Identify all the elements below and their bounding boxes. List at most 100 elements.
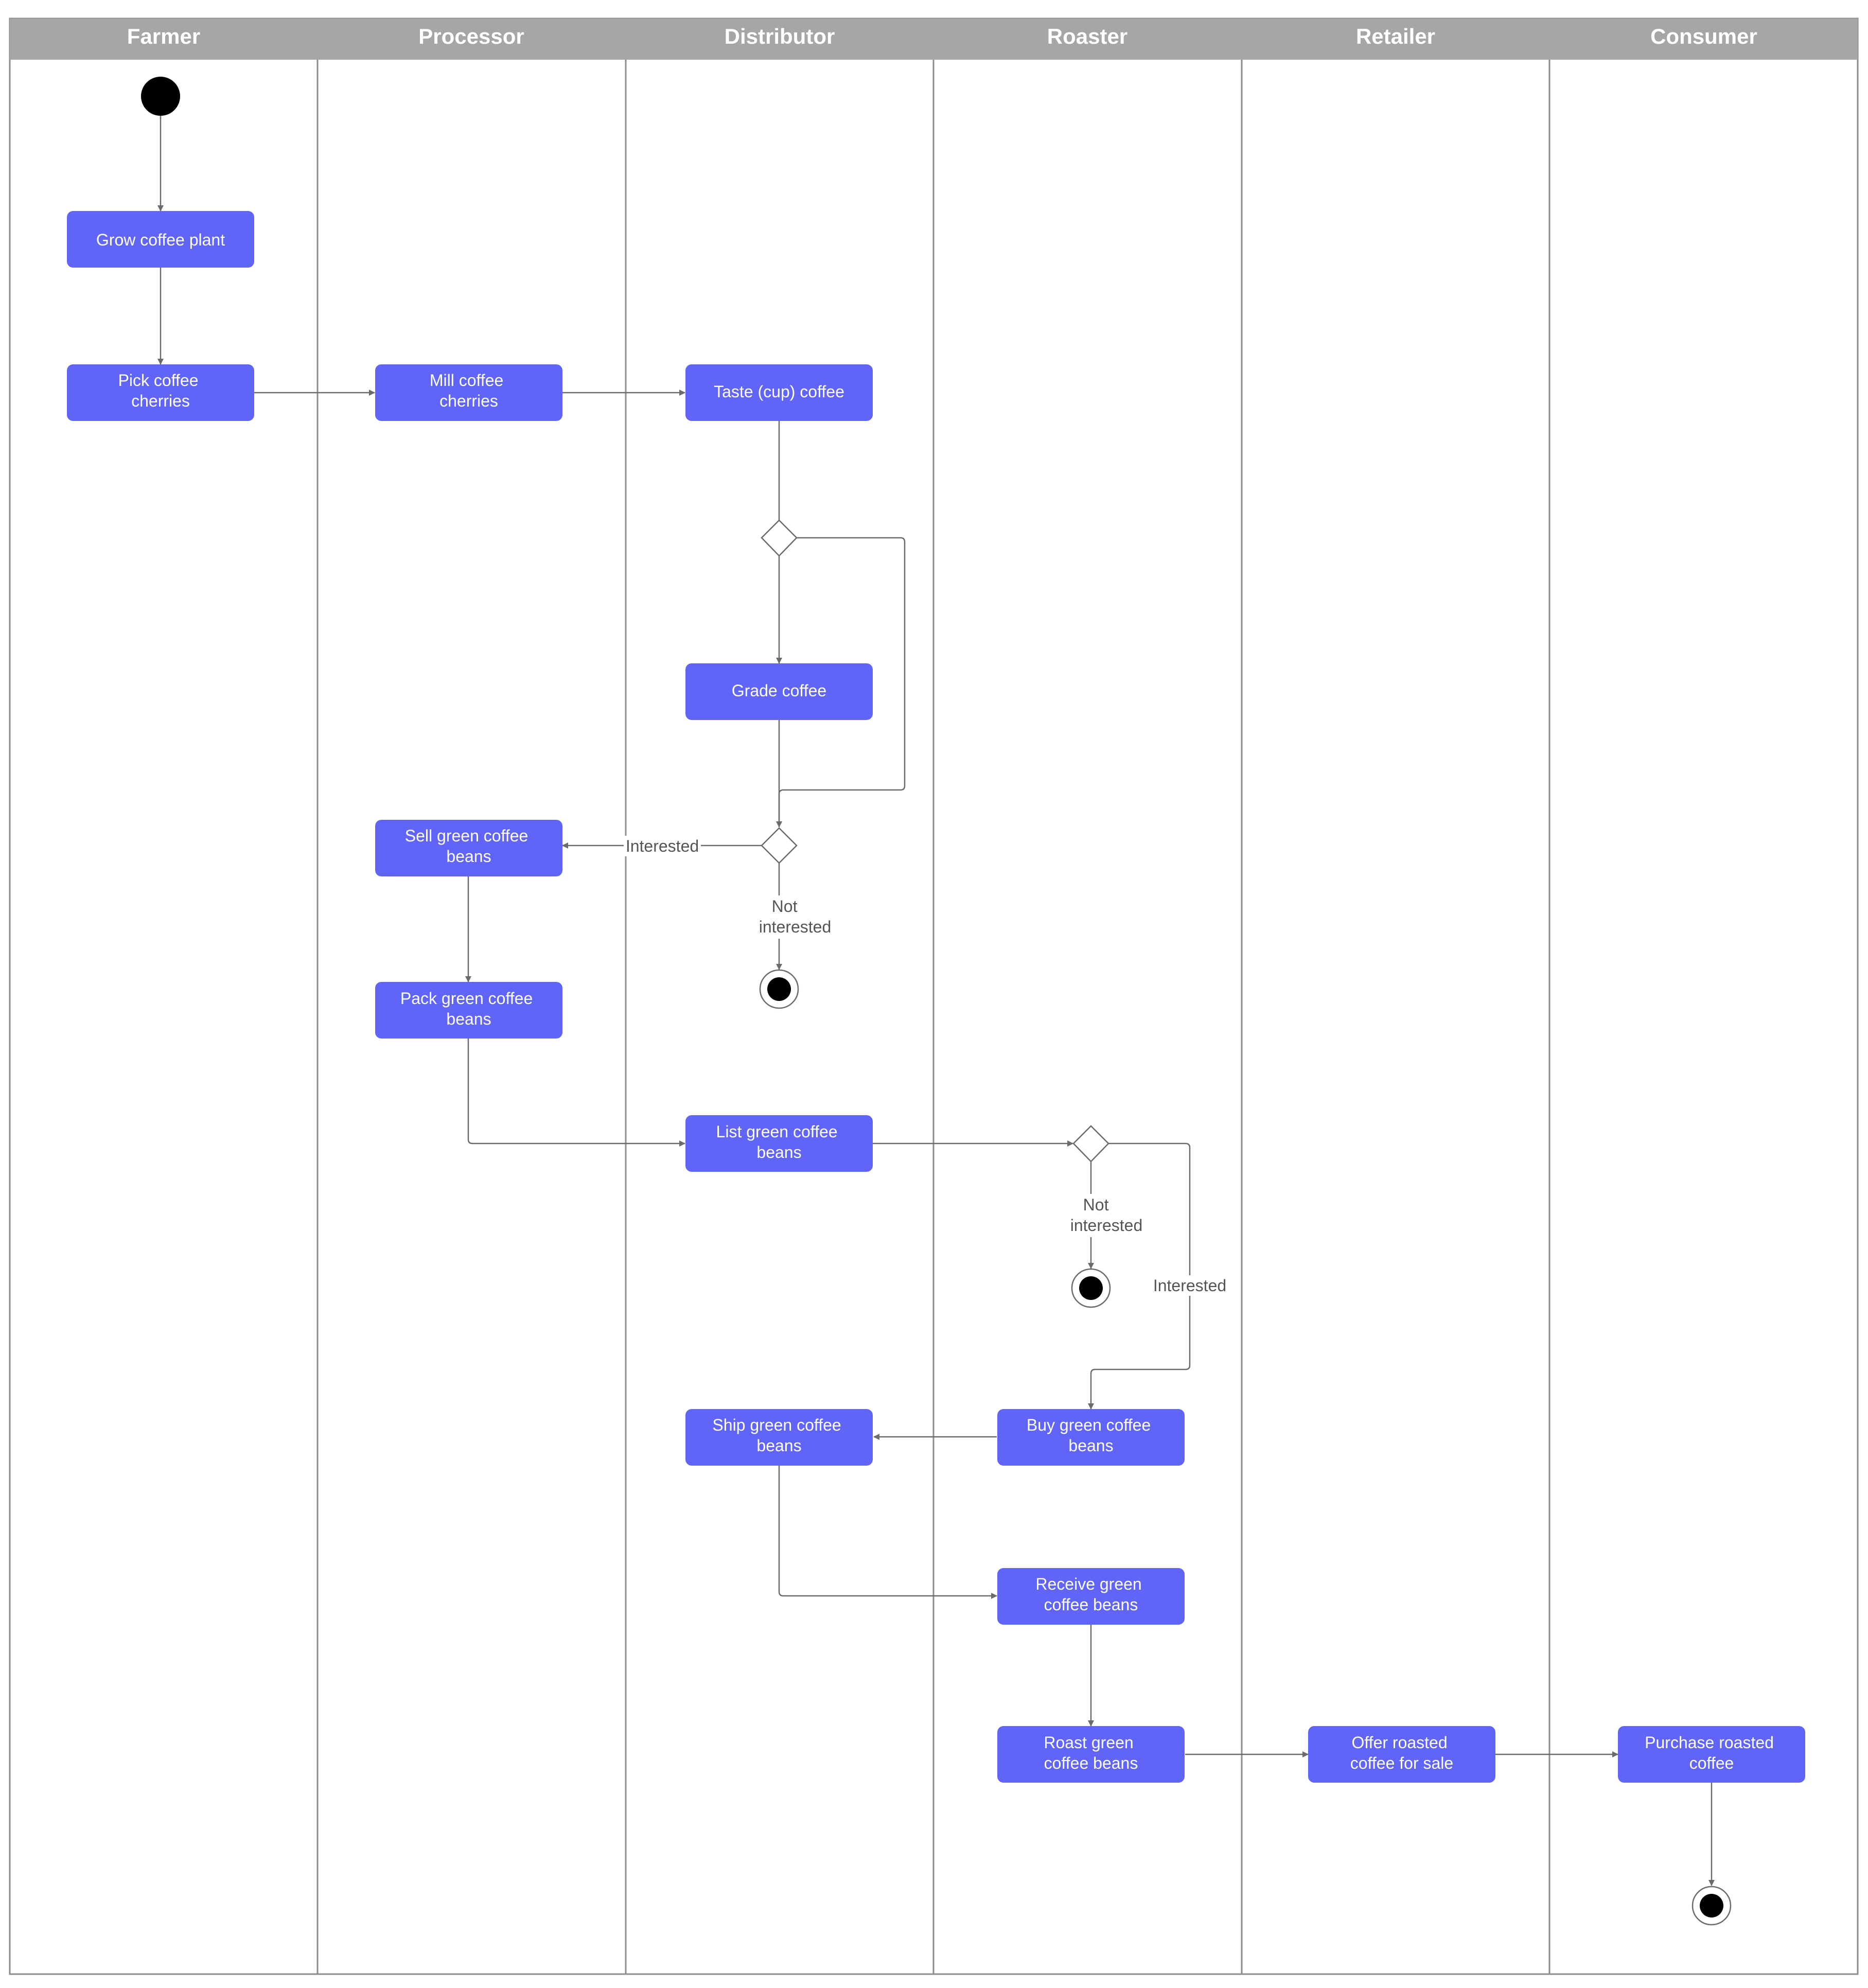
activity-label-line: beans — [756, 1143, 801, 1162]
activity-box — [685, 663, 873, 720]
edge-label-interested: Interested — [1153, 1276, 1226, 1295]
activity-label-line: Mill coffee — [430, 371, 503, 390]
activity-label-line: Roast green — [1044, 1733, 1133, 1752]
edge-label-bg — [1063, 1194, 1130, 1237]
activity-mill-coffee-cherries: Mill coffee cherries — [375, 364, 562, 421]
activity-label: Purchase roasted coffee — [1645, 1733, 1778, 1772]
lane-title-consumer: Consumer — [1650, 24, 1757, 48]
merge-decision-diamond — [761, 827, 798, 864]
activity-label-line: cherries — [439, 392, 498, 410]
activity-label-line: Ship green coffee — [712, 1416, 841, 1434]
activity-ship-green-coffee-beans: Ship green coffee beans — [685, 1409, 873, 1466]
activity-offer-roasted-coffee: Offer roasted coffee for sale — [1308, 1726, 1495, 1783]
activity-label-line: coffee beans — [1044, 1754, 1138, 1772]
edge-label-line: interested — [1070, 1216, 1143, 1235]
activity-label-line: beans — [1068, 1436, 1113, 1455]
activity-label: List green coffee beans — [716, 1122, 842, 1162]
activity-label: Sell green coffee beans — [405, 826, 533, 866]
edge-labels: Interested Not interested Not interested… — [624, 836, 1229, 1296]
lane-title-farmer: Farmer — [127, 24, 200, 48]
flow-decision-to-buy — [1088, 1142, 1191, 1410]
activity-pack-green-coffee-beans: Pack green coffee beans — [375, 982, 562, 1039]
edge-label-bg — [624, 836, 701, 856]
activity-pick-coffee-cherries: Pick coffee cherries — [67, 364, 254, 421]
activity-label-line: Purchase roasted — [1645, 1733, 1774, 1752]
flow-pack-to-list — [467, 1039, 685, 1147]
lane-title-distributor: Distributor — [725, 24, 835, 48]
activity-label: Pick coffee cherries — [118, 371, 203, 410]
flow-decision-bypass — [776, 537, 906, 828]
activity-label-line: List green coffee — [716, 1122, 838, 1141]
activity-list-green-coffee-beans: List green coffee beans — [685, 1115, 873, 1172]
activity-box — [375, 364, 562, 421]
activity-box — [997, 1726, 1185, 1783]
edge-label-not-interested: Not interested — [1070, 1195, 1143, 1235]
decision-diamond — [1072, 1125, 1109, 1163]
activity-sell-green-coffee-beans: Sell green coffee beans — [375, 820, 562, 876]
activity-label-line: Offer roasted — [1351, 1733, 1447, 1752]
activity-taste-cup-coffee: Taste (cup) coffee — [685, 364, 873, 421]
activity-label-line: beans — [446, 1010, 491, 1028]
activity-label: Ship green coffee beans — [712, 1416, 845, 1455]
activity-box — [685, 1115, 873, 1172]
activity-roast-green-coffee-beans: Roast green coffee beans — [997, 1726, 1185, 1783]
edge-label-bg — [1151, 1275, 1229, 1296]
edge-label-line: interested — [759, 918, 832, 936]
activity-purchase-roasted-coffee: Purchase roasted coffee — [1618, 1726, 1805, 1783]
activity-box — [375, 982, 562, 1039]
edge-label-line: Not — [1083, 1195, 1109, 1214]
lane-title-processor: Processor — [418, 24, 524, 48]
activity-label: Roast green coffee beans — [1044, 1733, 1138, 1772]
edge-label-not-interested: Not interested — [759, 897, 832, 936]
end-node — [1700, 1894, 1723, 1917]
end-node — [767, 977, 791, 1001]
activity-box — [997, 1409, 1185, 1466]
activity-box — [1308, 1726, 1495, 1783]
activity-label: Receive green coffee beans — [1035, 1575, 1146, 1614]
terminal-nodes — [141, 77, 1732, 1926]
activity-label-line: beans — [756, 1436, 801, 1455]
activity-box — [685, 1409, 873, 1466]
activity-receive-green-coffee-beans: Receive green coffee beans — [997, 1568, 1185, 1625]
activity-label-line: Pick coffee — [118, 371, 199, 390]
edge-label-bg — [750, 895, 817, 939]
activity-label-line: Sell green coffee — [405, 826, 528, 845]
activity-label: Pack green coffee beans — [400, 989, 537, 1028]
decision-diamond — [761, 519, 798, 557]
lane-title-retailer: Retailer — [1356, 24, 1435, 48]
activity-box — [67, 211, 254, 268]
swimlane-header-bar — [10, 19, 1858, 60]
lane-title-roaster: Roaster — [1047, 24, 1127, 48]
activity-label-line: coffee — [1689, 1754, 1734, 1772]
decision-nodes — [761, 519, 1109, 1163]
flow-ship-to-receive — [778, 1465, 997, 1599]
activity-label-line: Buy green coffee — [1027, 1416, 1151, 1434]
end-node — [1079, 1276, 1103, 1300]
activity-nodes: Grow coffee plant Pick coffee cherries M… — [67, 211, 1805, 1783]
activity-label-line: coffee beans — [1044, 1595, 1138, 1614]
activity-label: Mill coffee cherries — [430, 371, 508, 410]
activity-label: Offer roasted coffee for sale — [1350, 1733, 1453, 1772]
activity-label-line: beans — [446, 847, 491, 866]
activity-label: Grow coffee plant — [96, 231, 225, 249]
activity-box — [1618, 1726, 1805, 1783]
activity-label: Grade coffee — [732, 681, 826, 700]
activity-label-line: coffee for sale — [1350, 1754, 1453, 1772]
activity-box — [375, 820, 562, 876]
edge-label-interested: Interested — [626, 837, 699, 855]
activity-label-line: Pack green coffee — [400, 989, 533, 1008]
activity-label: Taste (cup) coffee — [714, 382, 844, 401]
edge-label-line: Not — [772, 897, 798, 916]
activity-grade-coffee: Grade coffee — [685, 663, 873, 720]
activity-box — [685, 364, 873, 421]
activity-label: Buy green coffee beans — [1027, 1416, 1155, 1455]
activity-box — [67, 364, 254, 421]
start-node — [141, 77, 180, 116]
swimlane-frame: Farmer Processor Distributor Roaster Ret… — [9, 17, 1859, 1975]
activity-grow-coffee-plant: Grow coffee plant — [67, 211, 254, 268]
activity-box — [997, 1568, 1185, 1625]
activity-buy-green-coffee-beans: Buy green coffee beans — [997, 1409, 1185, 1466]
activity-label-line: cherries — [131, 392, 190, 410]
activity-label-line: Receive green — [1035, 1575, 1141, 1593]
